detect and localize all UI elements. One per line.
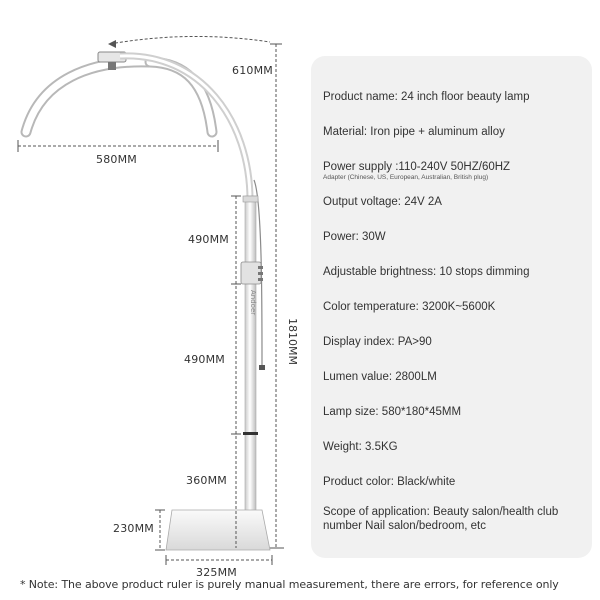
- spec-card: Product name: 24 inch floor beauty lamp …: [311, 56, 592, 558]
- spec-product-color: Product color: Black/white: [323, 476, 456, 488]
- spec-display-index: Display index: PA>90: [323, 336, 432, 348]
- spec-power-supply-adapter: Adapter (Chinese, US, European, Australi…: [323, 174, 489, 181]
- dimension-segment-top: 490MM: [188, 233, 229, 246]
- spec-weight: Weight: 3.5KG: [323, 441, 398, 453]
- spec-output-voltage: Output voltage: 24V 2A: [323, 196, 442, 208]
- lamp-illustration: [17, 35, 284, 565]
- lamp-pole: [244, 195, 257, 533]
- spec-lumen-value: Lumen value: 2800LM: [323, 371, 437, 383]
- spec-product-name: Product name: 24 inch floor beauty lamp: [323, 91, 530, 103]
- spec-power: Power: 30W: [323, 231, 386, 243]
- power-cable: [253, 179, 263, 368]
- dimension-base-width: 325MM: [196, 566, 237, 579]
- dimension-arc-width: 610MM: [232, 64, 273, 77]
- dimension-base-height: 230MM: [113, 522, 154, 535]
- spec-color-temperature: Color temperature: 3200K~5600K: [323, 301, 496, 313]
- dimension-lamp-width: 580MM: [96, 153, 137, 166]
- spec-scope-of-application: Scope of application: Beauty salon/healt…: [323, 506, 559, 532]
- measurement-note: * Note: The above product ruler is purel…: [20, 578, 559, 591]
- spec-material: Material: Iron pipe + aluminum alloy: [323, 126, 505, 138]
- dimension-segment-bottom: 360MM: [186, 474, 227, 487]
- lamp-base: [165, 509, 271, 551]
- dimension-segment-middle: 490MM: [184, 353, 225, 366]
- spec-lamp-size: Lamp size: 580*180*45MM: [323, 406, 462, 418]
- spec-brightness: Adjustable brightness: 10 stops dimming: [323, 266, 530, 278]
- dimension-total-height: 1810MM: [286, 318, 299, 365]
- brand-mark: Andoer: [249, 290, 257, 316]
- arc-arrow-head: [108, 40, 116, 48]
- arc-dimension-line: [109, 35, 271, 45]
